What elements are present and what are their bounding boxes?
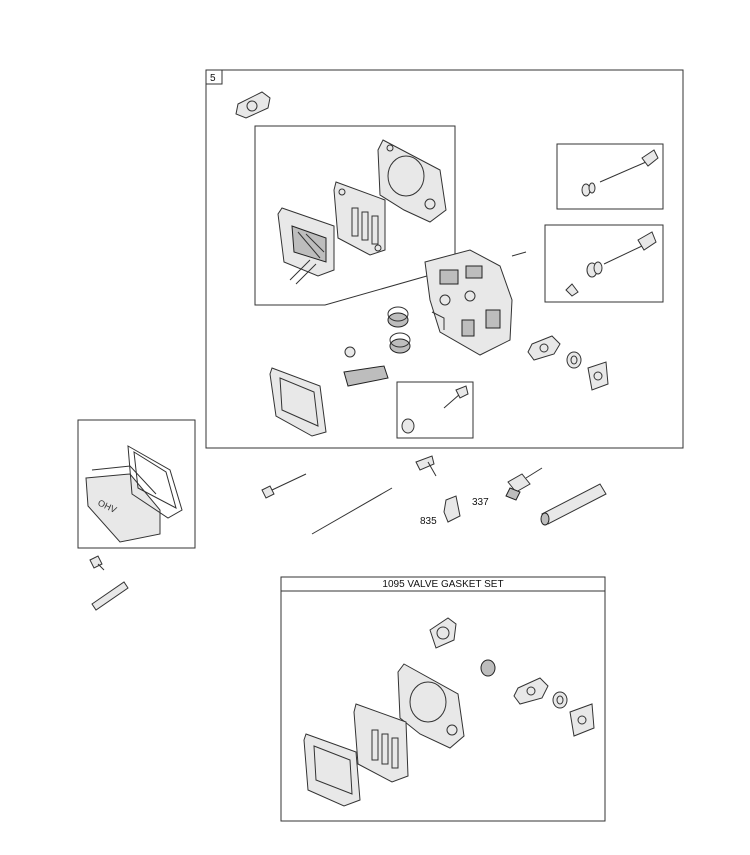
set-seal-part[interactable]: [480, 659, 496, 677]
rocker-stud-part[interactable]: [415, 455, 437, 477]
exhaust-gasket-part[interactable]: [527, 335, 561, 361]
valve-cover-gasket-part[interactable]: [127, 445, 183, 519]
valve-cover-part[interactable]: OHV: [85, 465, 161, 543]
callout-835: 835: [420, 516, 437, 527]
head-bolt-part[interactable]: [443, 385, 469, 409]
intake-valve-part[interactable]: [565, 231, 657, 297]
valve-spring-lower[interactable]: [389, 332, 411, 354]
valve-cap-part[interactable]: [344, 346, 356, 358]
exhaust-valve-box: [556, 143, 664, 210]
exhaust-flange-gasket-part[interactable]: [587, 361, 609, 391]
bolt-washer-part[interactable]: [401, 418, 415, 434]
kit-number-label: 5: [210, 73, 216, 84]
rocker-arm-part[interactable]: [343, 365, 389, 387]
set-flange-gasket-part[interactable]: [569, 703, 595, 737]
exhaust-valve-part[interactable]: [581, 149, 659, 197]
set-cover-gasket-part[interactable]: [303, 733, 361, 807]
push-rod-part[interactable]: [311, 487, 393, 535]
bolt-subassembly-box: [396, 381, 474, 439]
gasket-subassembly-box: [254, 125, 456, 306]
spark-plug-part[interactable]: [505, 467, 543, 501]
adapter-plate-part[interactable]: [277, 207, 335, 285]
exhaust-pipe-part[interactable]: [540, 483, 607, 526]
cover-stud-part[interactable]: [91, 581, 129, 611]
valve-gasket-set-title: 1095 VALVE GASKET SET: [382, 579, 503, 590]
valve-gasket-set-frame: 1095 VALVE GASKET SET: [280, 576, 606, 822]
set-exhaust-gasket-part[interactable]: [513, 677, 549, 705]
set-spacer-gasket-part[interactable]: [353, 703, 409, 783]
push-rod-bolt-part[interactable]: [261, 473, 307, 499]
cover-screw-part[interactable]: [89, 555, 105, 571]
intake-valve-box: [544, 224, 664, 303]
rocker-cover-gasket-part[interactable]: [269, 367, 327, 437]
set-head-gasket-part[interactable]: [397, 663, 465, 749]
breather-tube-part[interactable]: [443, 495, 461, 523]
head-gasket-part[interactable]: [377, 139, 447, 223]
set-exhaust-ring-part[interactable]: [552, 691, 568, 709]
cylinder-head-part[interactable]: [424, 249, 527, 356]
set-intake-gasket-part[interactable]: [429, 617, 457, 649]
spacer-gasket-part[interactable]: [333, 181, 386, 256]
valve-cover-box: [77, 419, 196, 549]
intake-gasket-part[interactable]: [235, 91, 271, 119]
callout-337: 337: [472, 497, 489, 508]
valve-spring-upper[interactable]: [387, 306, 409, 328]
exhaust-ring-part[interactable]: [566, 351, 582, 369]
cylinder-head-kit-frame: 5: [205, 69, 684, 449]
